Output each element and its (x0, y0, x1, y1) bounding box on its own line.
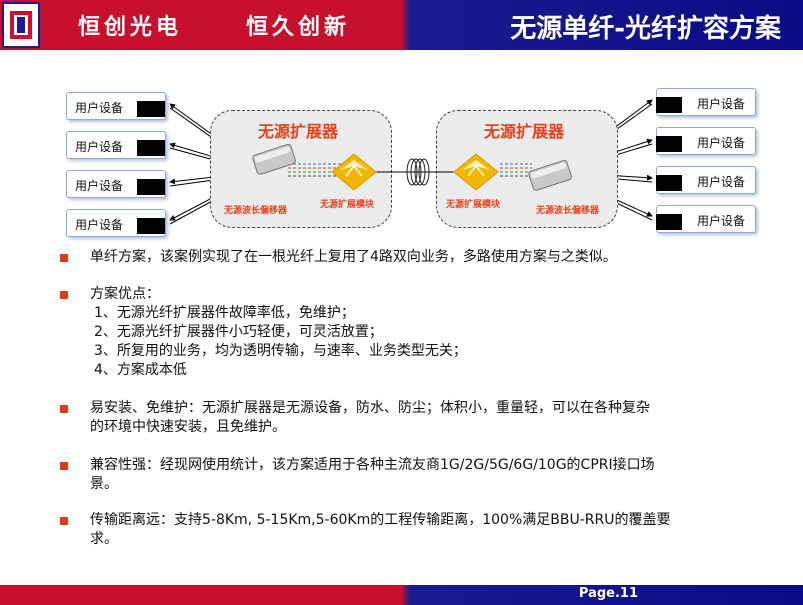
bullet-2-line-5: 4、方案成本低 (94, 362, 187, 378)
left-module-label: 无源扩展模块 (320, 200, 375, 210)
user-device-label: 用户设备 (696, 175, 745, 189)
left-expansion-module (331, 153, 377, 191)
bullet-4-line-2: 景。 (90, 476, 118, 492)
redacted-block (656, 97, 682, 113)
redacted-block (137, 179, 165, 195)
redacted-block (137, 101, 165, 117)
left-user-device-1: 用户设备 (66, 92, 166, 120)
slide-footer: Page.11 (0, 585, 803, 605)
left-user-device-3: 用户设备 (66, 170, 166, 198)
redacted-block (656, 136, 682, 152)
user-device-label: 用户设备 (696, 136, 745, 150)
bullet-3-line-2: 的环境中快速安装，且免维护。 (90, 419, 286, 435)
right-fiber-lines (500, 163, 532, 177)
right-user-device-2: 用户设备 (656, 127, 756, 155)
right-user-device-4: 用户设备 (656, 205, 756, 233)
logo-bar-icon (17, 17, 25, 33)
diagram-devices (252, 143, 572, 191)
company-logo (2, 2, 40, 48)
user-device-label: 用户设备 (75, 140, 124, 154)
slide-title: 无源单纤-光纤扩容方案 (510, 14, 781, 44)
user-device-label: 用户设备 (75, 101, 124, 115)
user-device-label: 用户设备 (75, 179, 124, 193)
network-diagram: 无源扩展器 无源扩展器 无源波长偏移器 无源扩展模块 无源扩展模块 无源波长偏移… (0, 60, 803, 250)
logo-ring-icon (10, 11, 32, 39)
right-expander-cloud (436, 110, 618, 228)
user-device-label: 用户设备 (696, 214, 745, 228)
brand-name: 恒创光电 (78, 14, 183, 40)
bullet-2-line-4: 3、所复用的业务，均为透明传输，与速率、业务类型无关； (94, 343, 467, 359)
left-expander-title: 无源扩展器 (258, 122, 339, 141)
redacted-block (656, 214, 682, 230)
bullet-marker-icon (60, 405, 68, 413)
bullet-2-line-3: 2、无源光纤扩展器件小巧轻便，可灵活放置； (94, 324, 383, 340)
redacted-block (137, 218, 165, 234)
right-module-label: 无源扩展模块 (446, 200, 501, 210)
page-number: Page.11 (578, 586, 638, 601)
bullet-2-line-1: 方案优点： (90, 286, 160, 302)
bullet-3-line-1: 易安装、免维护：无源扩展器是无源设备，防水、防尘；体积小，重量轻，可以在各种复杂 (90, 400, 650, 416)
bullet-marker-icon (60, 254, 68, 262)
redacted-block (137, 140, 165, 156)
bullet-1-line-1: 单纤方案，该案例实现了在一根光纤上复用了4路双向业务，多路使用方案与之类似。 (90, 249, 617, 265)
right-user-device-3: 用户设备 (656, 166, 756, 194)
left-user-device-4: 用户设备 (66, 209, 166, 237)
brand-slogan: 恒久创新 (246, 14, 351, 40)
left-wavelength-device (252, 143, 296, 175)
slide-header: 恒创光电 恒久创新 无源单纤-光纤扩容方案 (0, 0, 803, 50)
bullet-marker-icon (60, 517, 68, 525)
right-expander-title: 无源扩展器 (484, 122, 565, 141)
redacted-block (656, 175, 682, 191)
right-wavelength-label: 无源波长偏移器 (536, 206, 600, 216)
bullet-marker-icon (60, 462, 68, 470)
bullet-4-line-1: 兼容性强：经现网使用统计，该方案适用于各种主流友商1G/2G/5G/6G/10G… (90, 457, 655, 473)
left-user-device-2: 用户设备 (66, 131, 166, 159)
left-wavelength-label: 无源波长偏移器 (224, 206, 288, 216)
user-device-label: 用户设备 (696, 97, 745, 111)
right-user-device-1: 用户设备 (656, 88, 756, 116)
bullet-5-line-1: 传输距离远：支持5-8Km, 5-15Km,5-60Km的工程传输距离，100%… (90, 512, 671, 528)
user-device-label: 用户设备 (75, 218, 124, 232)
bullet-5-line-2: 求。 (90, 531, 118, 547)
bullet-2-line-2: 1、无源光纤扩展器件故障率低，免维护； (94, 305, 355, 321)
right-expansion-module (453, 153, 499, 191)
right-wavelength-device (528, 159, 572, 191)
bullet-marker-icon (60, 291, 68, 299)
fiber-coil-icon (406, 158, 430, 186)
